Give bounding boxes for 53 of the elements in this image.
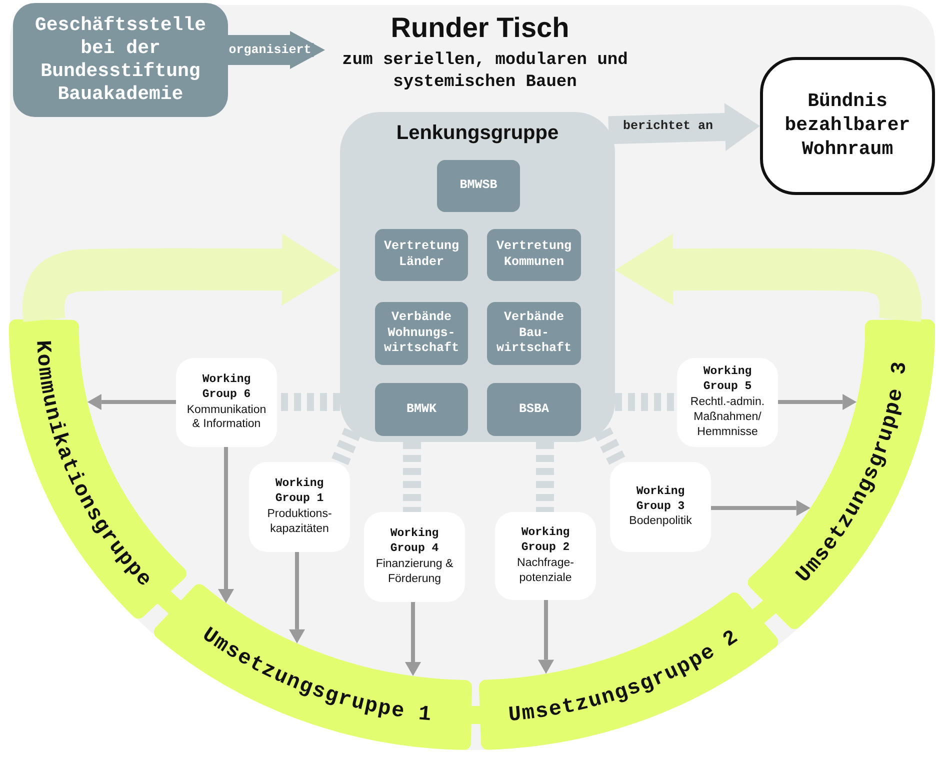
box-label: Vertretung Länder [382,239,460,271]
box-label: Bündnis bezahlbarer Wohnraum [784,90,912,162]
member-box [375,229,468,281]
card-text: Rechtl.-admin. Maßnahmen/ Hemmnisse [689,395,766,440]
box-label: BMWSB [460,178,498,194]
box-label: BMWK [406,402,436,418]
working-group-card [364,512,465,602]
card-heading: Working Group 1 [274,477,325,507]
card-heading: Working Group 2 [520,526,571,556]
box-label: BSBA [518,402,549,418]
steering-group-panel [340,112,615,442]
member-box [487,383,581,436]
working-group-card [249,462,350,552]
block-arrow [615,234,922,322]
member-box [437,160,520,212]
arrow [711,500,810,516]
member-box [375,302,468,365]
dashed-connector [615,393,677,411]
alliance-box [760,57,935,195]
card-heading: Working Group 6 [201,372,252,402]
arrow [289,552,305,644]
working-group-card [176,358,277,447]
card-text: Kommunikation & Information [186,402,268,432]
group-band [478,592,778,750]
card-text: Produktions- kapazitäten [266,507,333,537]
card-text: Finanzierung & Förderung [374,557,454,587]
card-heading: Working Group 5 [702,365,753,396]
dashed-connector [330,428,362,467]
box-label: Vertretung Kommunen [495,239,572,271]
office-box [13,3,228,117]
arrow [538,600,554,674]
subtitle: zum seriellen, modularen und systemischen Bauen [341,50,629,94]
box-label: Verbände Bau- wirtschaft [495,310,572,357]
edge-label: organisiert [226,43,314,57]
dashed-connector [536,442,554,512]
working-group-card [677,358,778,447]
dashed-connector [403,442,421,512]
arrow [218,447,234,603]
card-heading: Working Group 3 [635,484,686,514]
member-box [487,229,581,281]
member-box [375,383,468,436]
box-label: Geschäftsstelle bei der Bundesstiftung Bauakademie [34,14,208,106]
card-text: Bodenpolitik [629,514,692,530]
title: Runder Tisch [390,12,570,44]
card-heading: Working Group 4 [389,527,440,557]
member-box [487,302,581,365]
block-arrow [22,234,340,322]
working-group-card [610,462,711,552]
arrow [405,602,421,676]
box-label: Verbände Wohnungs- wirtschaft [382,310,460,357]
card-text: Nachfrage- potenziale [516,556,575,586]
panel-title: Lenkungsgruppe [396,122,559,145]
working-group-card [495,512,596,600]
